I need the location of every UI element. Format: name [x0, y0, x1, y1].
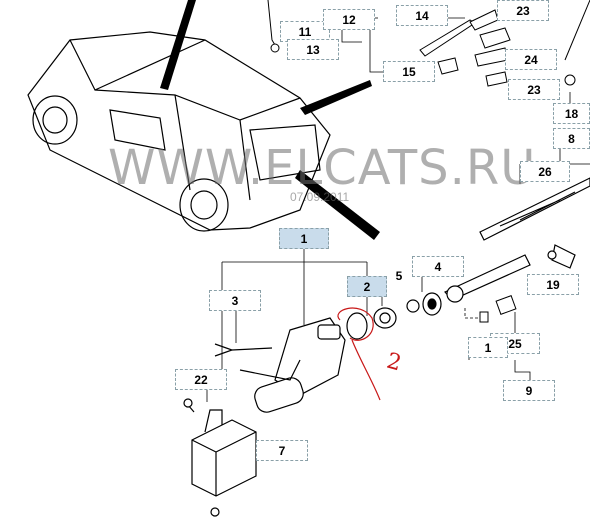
callout-3[interactable]: 3 [209, 290, 261, 311]
leader-stripe-mid [300, 80, 372, 115]
motor-bushings [346, 250, 557, 340]
watermark-date: 07.09.2011 [290, 190, 350, 204]
control-module [183, 398, 257, 517]
bolts [479, 295, 517, 323]
callout-26[interactable]: 26 [520, 161, 570, 182]
callout-7[interactable]: 7 [256, 440, 308, 461]
callout-13[interactable]: 13 [287, 39, 339, 60]
red-pen-mark [337, 307, 381, 401]
callout-23-bottom[interactable]: 23 [508, 79, 560, 100]
callout-24[interactable]: 24 [505, 49, 557, 70]
callout-2[interactable]: 2 [347, 276, 387, 297]
callout-8[interactable]: 8 [553, 128, 590, 149]
callout-1[interactable]: 1 [279, 228, 329, 249]
callout-22[interactable]: 22 [175, 369, 227, 390]
callout-18[interactable]: 18 [553, 103, 590, 124]
callout-23-top[interactable]: 23 [497, 0, 549, 21]
vehicle-outline [27, 31, 331, 232]
watermark-text: WWW.ELCATS.RU [108, 140, 537, 196]
callout-14[interactable]: 14 [396, 5, 448, 26]
leader-stripe-low [295, 170, 380, 240]
callout-11[interactable]: 11 [280, 21, 330, 42]
wiper-motor [214, 317, 346, 413]
callout-15[interactable]: 15 [383, 61, 435, 82]
wiper-blade [444, 177, 590, 303]
callout-4[interactable]: 4 [412, 256, 464, 277]
callout-19[interactable]: 19 [527, 274, 579, 295]
callout-5[interactable]: 5 [395, 268, 403, 283]
callout-12[interactable]: 12 [323, 9, 375, 30]
callout-9[interactable]: 9 [503, 380, 555, 401]
leader-stripe-upper [160, 0, 196, 90]
washer-parts [267, 0, 590, 87]
callout-1-right[interactable]: 1 [468, 337, 508, 358]
